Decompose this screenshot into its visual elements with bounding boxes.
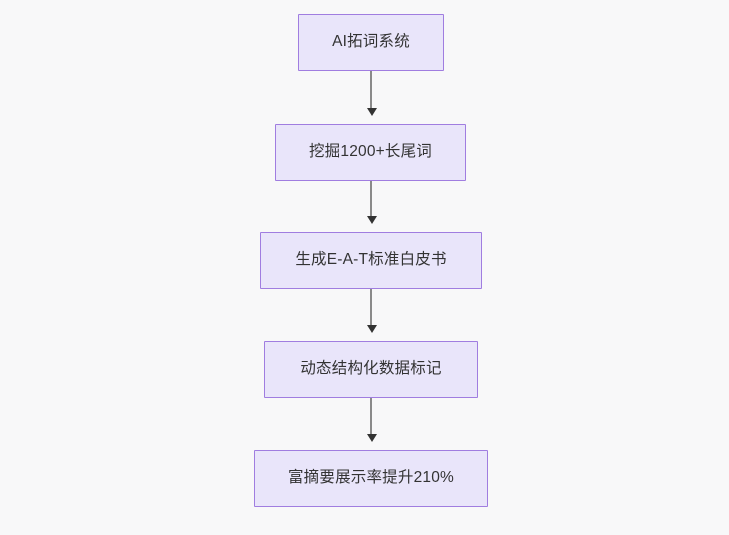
flow-node-2-label: 挖掘1200+长尾词	[308, 143, 433, 161]
flow-edge-3-arrowhead	[367, 325, 377, 333]
flow-node-4-label: 动态结构化数据标记	[300, 360, 442, 378]
flow-edge-1-arrowhead	[367, 108, 377, 116]
flow-node-1[interactable]: AI拓词系统	[298, 14, 444, 71]
flow-node-2[interactable]: 挖掘1200+长尾词	[275, 124, 466, 181]
flow-node-1-label: AI拓词系统	[332, 33, 410, 51]
flow-edge-2-arrowhead	[367, 216, 377, 224]
flow-node-4[interactable]: 动态结构化数据标记	[264, 341, 478, 398]
flow-edge-1-line	[370, 71, 372, 109]
flow-edge-2-line	[370, 181, 372, 217]
flow-edge-4-line	[370, 398, 372, 435]
flow-node-3-label: 生成E-A-T标准白皮书	[295, 251, 447, 269]
flow-node-5[interactable]: 富摘要展示率提升210%	[254, 450, 488, 507]
flow-node-5-label: 富摘要展示率提升210%	[287, 469, 455, 487]
flow-edge-4-arrowhead	[367, 434, 377, 442]
flow-edge-3-line	[370, 289, 372, 326]
flow-node-3[interactable]: 生成E-A-T标准白皮书	[260, 232, 482, 289]
